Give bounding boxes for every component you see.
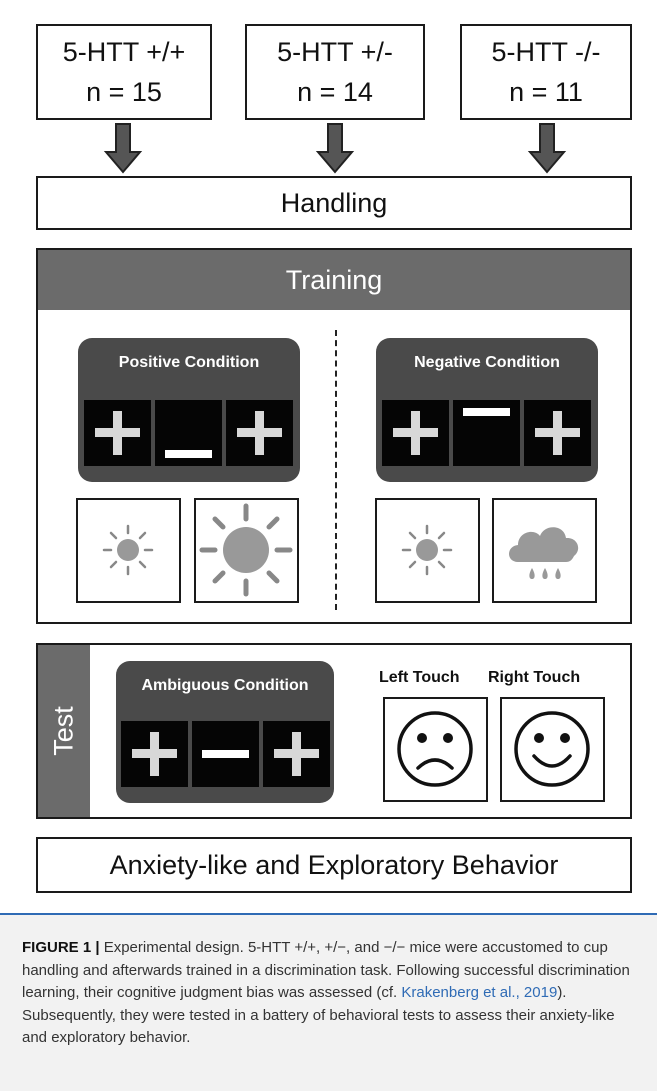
left-touch-box [383,697,488,802]
plus-stimulus-icon [263,721,330,787]
genotype-name: 5-HTT -/- [491,37,601,67]
training-panel: Training Positive Condition Negative Con… [36,248,632,624]
large-reward-box [194,498,299,603]
positive-condition-box: Positive Condition [78,338,300,482]
genotype-box-het: 5-HTT +/- n = 14 [245,24,425,120]
figure-caption: FIGURE 1 | Experimental design. 5-HTT +/… [0,913,657,1091]
left-touch-label: Left Touch [379,669,460,686]
down-arrow-icon [103,123,143,174]
negative-condition-title: Negative Condition [414,354,560,371]
down-arrow-icon [527,123,567,174]
ambiguous-condition-box: Ambiguous Condition [116,661,334,803]
plus-stimulus-icon [524,400,591,466]
right-touch-box [500,697,605,802]
middle-bar-stimulus-icon [192,721,259,787]
punishment-box [492,498,597,603]
citation-link[interactable]: Krakenberg et al., 2019 [401,984,558,1001]
test-label: Test [48,706,79,756]
happy-face-icon [514,711,590,787]
negative-condition-box: Negative Condition [376,338,598,482]
rain-cloud-icon [509,527,579,579]
right-touch-label: Right Touch [488,669,581,686]
stimulus-row [121,721,330,787]
positive-condition-title: Positive Condition [118,354,260,371]
caption-text: ). Subsequently, they were tested in a b… [22,984,615,1046]
small-reward-box [76,498,181,603]
genotype-box-ko: 5-HTT -/- n = 11 [460,24,632,120]
small-sun-icon [102,524,154,576]
genotype-name: 5-HTT +/+ [62,37,186,67]
small-sun-icon [401,524,453,576]
caption-text: Experimental design. 5-HTT +/+, +/−, and… [22,939,630,1001]
genotype-box-wt: 5-HTT +/+ n = 15 [36,24,212,120]
plus-stimulus-icon [121,721,188,787]
genotype-n: n = 14 [297,77,373,107]
sad-face-icon [397,711,473,787]
stimulus-row [84,400,293,466]
ambiguous-condition-title: Ambiguous Condition [141,677,309,694]
caption-label: FIGURE 1 | [22,939,100,956]
genotype-n: n = 15 [86,77,162,107]
down-arrow-icon [315,123,355,174]
genotype-name: 5-HTT +/- [277,37,393,67]
small-reward-box [375,498,480,603]
handling-box: Handling [36,176,632,230]
plus-stimulus-icon [382,400,449,466]
stimulus-row [382,400,591,466]
plus-stimulus-icon [84,400,151,466]
dashed-divider [335,330,337,610]
behavior-box: Anxiety-like and Exploratory Behavior [36,837,632,893]
low-bar-stimulus-icon [155,400,222,466]
training-header: Training [38,250,630,310]
test-panel: Test Ambiguous Condition Left Touch Righ… [36,643,632,819]
plus-stimulus-icon [226,400,293,466]
large-sun-icon [199,503,293,597]
high-bar-stimulus-icon [453,400,520,466]
test-label-bar: Test [38,645,90,817]
genotype-n: n = 11 [509,77,583,107]
